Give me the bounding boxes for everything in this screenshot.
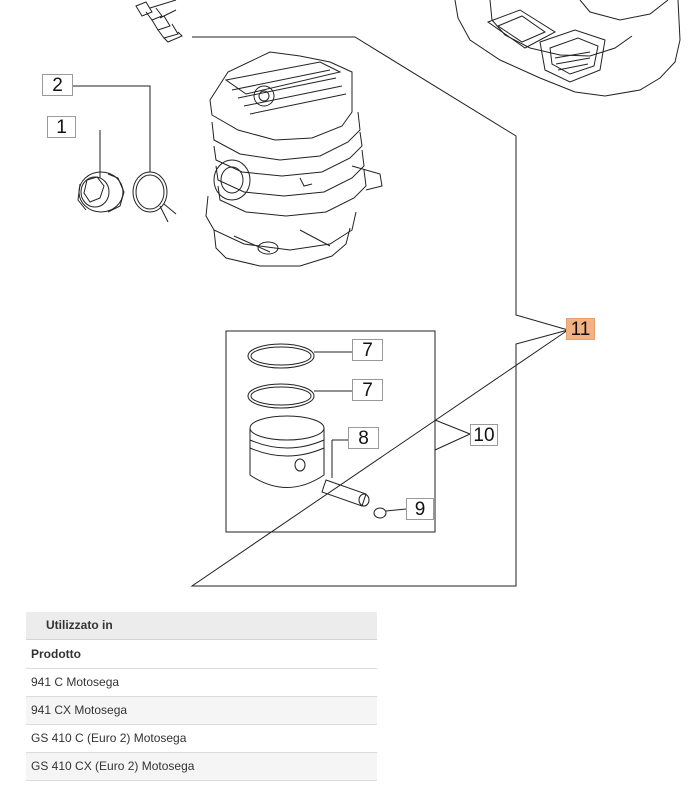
product-column-header: Prodotto xyxy=(26,640,377,669)
exploded-parts-diagram: 2 1 7 7 8 9 10 11 xyxy=(42,0,681,587)
callout-11-highlighted[interactable]: 11 xyxy=(566,318,595,340)
spark-plug-drawing xyxy=(135,0,183,43)
callout-8[interactable]: 8 xyxy=(348,427,379,449)
product-row[interactable]: 941 CX Motosega xyxy=(26,697,377,725)
callout-7-bottom[interactable]: 7 xyxy=(352,379,383,401)
callout-1[interactable]: 2 xyxy=(42,74,73,96)
product-row[interactable]: GS 410 C (Euro 2) Motosega xyxy=(26,725,377,753)
callout-7-top[interactable]: 7 xyxy=(352,339,383,361)
product-row[interactable]: 941 C Motosega xyxy=(26,669,377,697)
used-in-title: Utilizzato in xyxy=(26,612,377,640)
piston-pin-drawing xyxy=(321,479,370,507)
circlip-drawing xyxy=(373,507,387,519)
retaining-ring-drawing xyxy=(132,171,177,223)
piston-drawing xyxy=(249,415,325,488)
callout-9[interactable]: 9 xyxy=(406,498,434,520)
product-row[interactable]: GS 410 CX (Euro 2) Motosega xyxy=(26,753,377,781)
used-in-table: Utilizzato in Prodotto 941 C Motosega 94… xyxy=(26,612,377,781)
piston-rings-drawing xyxy=(247,343,315,409)
engine-housing-fragment xyxy=(454,0,681,97)
callout-10[interactable]: 10 xyxy=(470,424,498,446)
diagram-drawing xyxy=(73,0,681,587)
callout-2[interactable]: 1 xyxy=(47,116,76,138)
cylinder-drawing xyxy=(205,51,383,267)
cap-drawing xyxy=(77,171,125,213)
